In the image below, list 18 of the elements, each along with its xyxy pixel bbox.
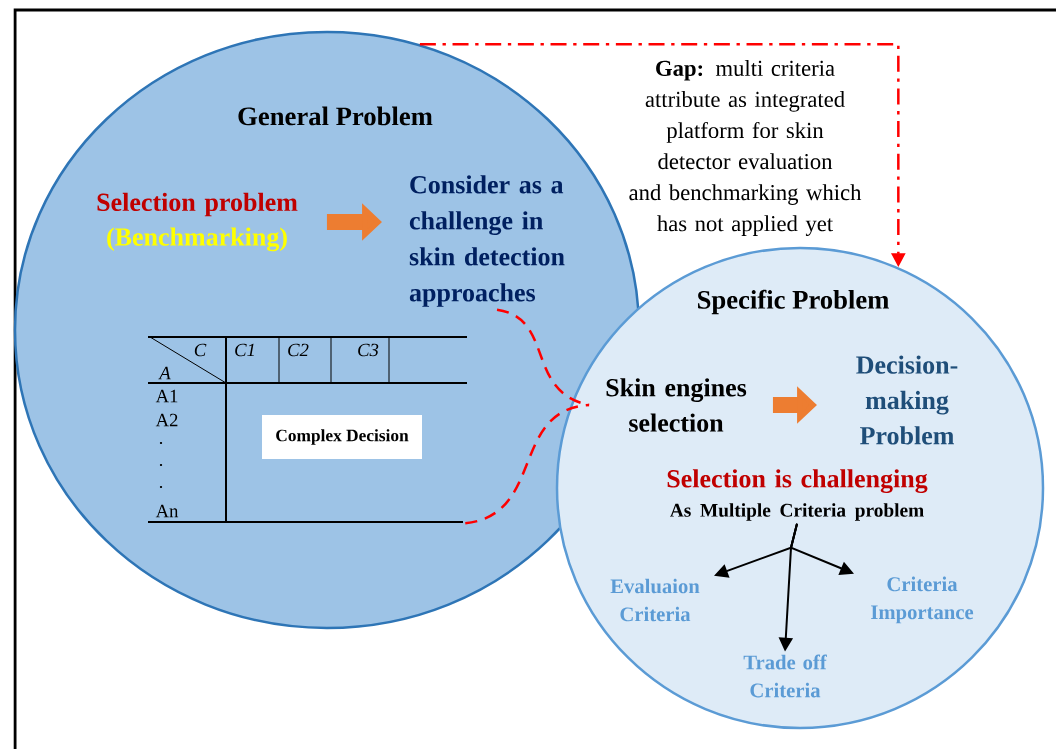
table-label: . <box>159 441 163 445</box>
table-label: A2 <box>155 413 178 427</box>
table-label: . <box>159 485 163 489</box>
label: Selection is challenging As Multiple Criteria problem <box>667 469 928 521</box>
table-label: A <box>158 366 171 380</box>
table-label: A1 <box>155 389 178 403</box>
table-drawing <box>147 336 468 523</box>
table-label: C1 <box>235 343 254 357</box>
table-label: C2 <box>288 343 309 357</box>
table-label: An <box>155 504 179 518</box>
table-label: C3 <box>358 343 379 357</box>
label: Decision-making Problem <box>856 355 958 445</box>
label: Trade off Criteria <box>743 654 827 698</box>
text-box: Complex Decision <box>262 415 422 459</box>
table-label: . <box>159 463 163 467</box>
label: Selection problem (Benchmarking) <box>97 192 298 252</box>
table-label: C <box>194 343 207 357</box>
label: Criteria Importance <box>871 576 974 624</box>
